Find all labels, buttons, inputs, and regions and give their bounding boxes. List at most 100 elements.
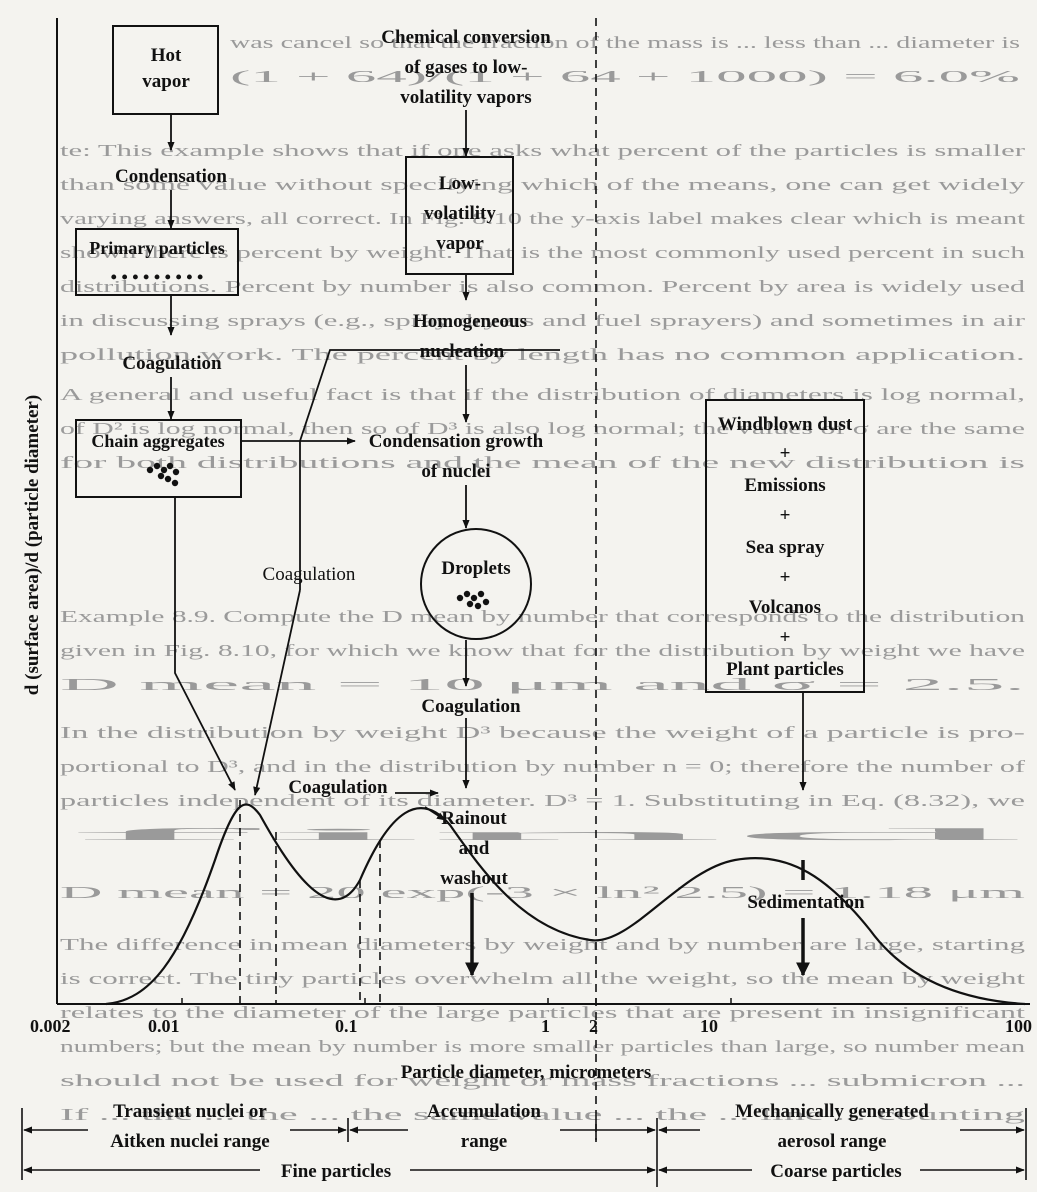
chart-axes [56, 18, 1030, 1005]
nucleation-coagulation-path [299, 349, 560, 495]
x-tick-label: 10 [700, 1016, 718, 1036]
droplet-cluster-icon [456, 590, 490, 610]
svg-text:+: + [780, 627, 791, 648]
svg-text:+: + [780, 505, 791, 526]
low-volatility-vapor-box: Low- volatility vapor [405, 156, 514, 275]
coagulation-curve-label: Coagulation [288, 777, 388, 798]
mechanical-sources-box: Windblown dust + Emissions + Sea spray +… [705, 399, 865, 693]
background-text-line: distributions. Percent by number is also… [60, 277, 1026, 296]
svg-text:Chain aggregates: Chain aggregates [91, 431, 224, 451]
transient-nuclei-label-2: Aitken nuclei range [110, 1131, 269, 1152]
coagulation-primary-label: Coagulation [122, 353, 222, 374]
fine-particles-label: Fine particles [281, 1161, 391, 1182]
background-text-line: If ... the ... the ... the same value ..… [60, 1105, 1026, 1124]
background-text-line: portional to D³, and in the distribution… [60, 757, 1026, 776]
background-text-line: find [60, 825, 1037, 844]
flow-arrows [167, 110, 807, 821]
svg-text:Homogeneous: Homogeneous [413, 311, 527, 332]
y-axis-label: d (surface area)/d (particle diameter) [22, 395, 43, 695]
svg-text:Chemical conversion: Chemical conversion [381, 27, 551, 48]
x-tick-label: 0.002 [30, 1016, 71, 1036]
x-tick-labels: 0.002 0.01 0.1 1 2 10 100 [30, 1016, 1032, 1036]
background-text-line: than some value without specifying which… [60, 175, 1026, 194]
background-text-line: is correct. The tiny particles overwhelm… [60, 969, 1025, 988]
aggregate-cluster-icon [146, 462, 180, 487]
condensation-growth-label: Condensation growth of nuclei [369, 431, 544, 482]
removal-arrows [465, 860, 810, 977]
svg-text:Droplets: Droplets [441, 558, 510, 579]
svg-text:Hot: Hot [151, 45, 182, 66]
background-text-line: pollution work. The percent by length ha… [60, 345, 1025, 364]
background-text-line: in discussing sprays (e.g., spray dryers… [60, 311, 1026, 330]
primary-particles-box: Primary particles • • • • • • • • • [75, 228, 239, 296]
x-tick-label: 2 [589, 1016, 598, 1036]
svg-text:vapor: vapor [142, 71, 190, 92]
background-text-line: Example 8.9. Compute the D mean by numbe… [60, 607, 1026, 626]
background-text-line: The difference in mean diameters by weig… [60, 935, 1026, 954]
range-labels: Transient nuclei or Aitken nuclei range … [110, 1101, 929, 1182]
background-text-line: varying answers, all correct. In Fig. 8.… [60, 209, 1025, 228]
background-text-line: of D² is log normal, then so of D³ is al… [60, 419, 1025, 438]
x-tick-label: 0.1 [335, 1016, 358, 1036]
background-text-line: given in Fig. 8.10, for which we know th… [60, 641, 1025, 660]
svg-text:washout: washout [440, 868, 508, 889]
svg-text:of nuclei: of nuclei [421, 461, 490, 482]
condensation-label: Condensation [115, 166, 227, 187]
x-tick-label: 1 [541, 1016, 550, 1036]
background-text-line: for both distributions and the mean of t… [60, 453, 1025, 472]
rainout-label: Rainout and washout [440, 808, 508, 889]
background-text-line: te: This example shows that if one asks … [60, 141, 1026, 160]
accumulation-label-2: range [461, 1131, 507, 1152]
svg-text:Rainout: Rainout [441, 808, 507, 829]
background-text-line: A general and useful fact is that if the… [60, 385, 1025, 404]
svg-text:Low-: Low- [439, 173, 481, 194]
svg-text:Primary particles: Primary particles [89, 238, 224, 258]
svg-text:+: + [780, 567, 791, 588]
background-text-line: relates to the diameter of the large par… [60, 1003, 1026, 1022]
distribution-curve [105, 803, 1026, 1006]
x-tick-label: 0.01 [148, 1016, 180, 1036]
chemical-conversion-label: Chemical conversion of gases to low- vol… [381, 27, 551, 108]
svg-text:volatility vapors: volatility vapors [400, 87, 531, 108]
background-text-line: D mean = 20 exp(-3 × ln² 2.5) = 1.18 μm [60, 883, 1025, 902]
svg-text:Emissions: Emissions [744, 475, 825, 496]
background-text-line: (1 + 64)/(1 + 64 + 1000) = 6.0% [230, 67, 1020, 86]
coagulation-left-to-curve-arrow [253, 589, 301, 796]
background-text-line: was cancel so that the fraction of the m… [230, 33, 1020, 52]
accumulation-label: Accumulation [427, 1101, 541, 1122]
svg-text:vapor: vapor [436, 233, 484, 254]
svg-text:of gases to low-: of gases to low- [405, 57, 528, 78]
size-range-brackets [21, 1108, 1027, 1187]
mechanical-label: Mechanically generated [735, 1101, 929, 1122]
particle-dots: • • • • • • • • • [111, 267, 204, 287]
svg-text:nucleation: nucleation [420, 341, 505, 362]
coarse-particles-label: Coarse particles [770, 1161, 901, 1182]
background-page-text: was cancel so that the fraction of the m… [60, 33, 1037, 1124]
transient-nuclei-label: Transient nuclei or [113, 1101, 267, 1122]
chain-aggregates-box: Chain aggregates [75, 419, 242, 498]
x-axis-label: Particle diameter, micrometers [401, 1062, 652, 1083]
coagulation-left-label: Coagulation [263, 564, 356, 585]
x-tick-label: 100 [1005, 1016, 1032, 1036]
background-text-line: shown there is percent by weight. That i… [60, 243, 1026, 262]
homogeneous-nucleation-label: Homogeneous nucleation [413, 311, 527, 362]
background-text-line: numbers; but the mean by number is more … [60, 1037, 1026, 1056]
background-text-line: should not be used for weight or mass fr… [60, 1071, 1025, 1090]
droplets-node: Droplets [420, 528, 532, 640]
coagulation-droplets-label: Coagulation [421, 696, 521, 717]
svg-text:Plant particles: Plant particles [726, 659, 844, 680]
svg-text:Sea spray: Sea spray [746, 537, 825, 558]
svg-text:Condensation growth: Condensation growth [369, 431, 544, 452]
svg-text:volatility: volatility [424, 203, 496, 224]
svg-text:+: + [780, 443, 791, 464]
chain-to-curve-arrow [174, 497, 236, 791]
background-text-line: D mean = 10 μm and σ = 2.5. [60, 675, 1025, 694]
dashed-guides [239, 18, 597, 1140]
mechanical-label-2: aerosol range [778, 1131, 887, 1152]
background-text-line: In the distribution by weight D³ because… [60, 723, 1026, 742]
svg-text:Volcanos: Volcanos [749, 597, 821, 618]
coag-curve-to-rainout-arrow [424, 806, 446, 821]
sedimentation-label: Sedimentation [747, 892, 865, 913]
svg-text:Windblown dust: Windblown dust [718, 414, 853, 435]
